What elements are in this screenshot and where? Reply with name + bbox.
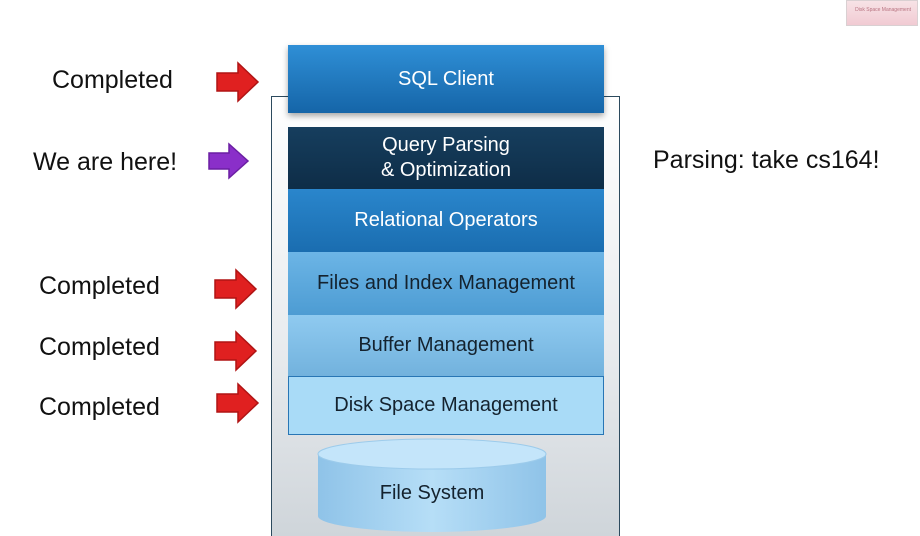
parsing-note: Parsing: take cs164! — [653, 146, 880, 174]
layer-label: Files and Index Management — [317, 272, 575, 294]
layer-buffer-management: Buffer Management — [288, 315, 604, 376]
layer-query-parsing: Query Parsing & Optimization — [288, 127, 604, 189]
layer-label: Relational Operators — [354, 209, 538, 231]
red-arrow-icon — [216, 382, 260, 424]
slide-thumbnail: Disk Space Management — [846, 0, 918, 26]
layer-sql-client: SQL Client — [288, 45, 604, 113]
disk-space-status: Completed — [39, 393, 160, 421]
layer-relational-operators: Relational Operators — [288, 189, 604, 252]
layer-files-index: Files and Index Management — [288, 252, 604, 315]
query-parsing-status: We are here! — [33, 148, 178, 176]
purple-arrow-icon — [208, 142, 250, 180]
layer-label: SQL Client — [398, 67, 494, 90]
file-system-label: File System — [379, 482, 485, 504]
file-system-cylinder-icon — [317, 438, 547, 532]
layer-label: Query Parsing & Optimization — [380, 134, 512, 181]
layer-label: Disk Space Management — [334, 394, 558, 416]
red-arrow-icon — [214, 268, 258, 310]
sql-client-status: Completed — [52, 66, 173, 94]
red-arrow-icon — [214, 330, 258, 372]
layer-label: Buffer Management — [358, 334, 534, 356]
files-index-status: Completed — [39, 272, 160, 300]
red-arrow-icon — [216, 61, 260, 103]
layer-disk-space: Disk Space Management — [288, 376, 604, 435]
buffer-status: Completed — [39, 333, 160, 361]
